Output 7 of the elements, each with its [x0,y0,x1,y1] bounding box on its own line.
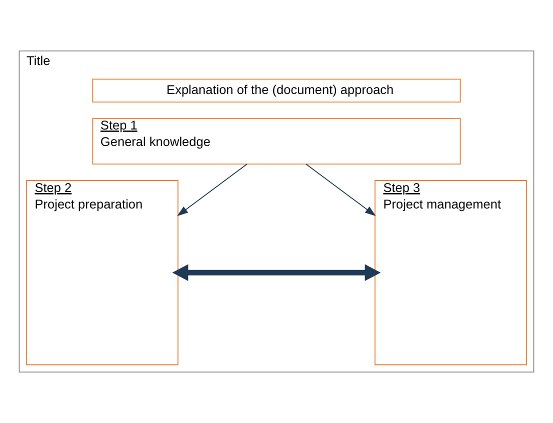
node-box: Step 1 General knowledge [92,118,461,165]
node-box: Explanation of the (document) approach [92,78,461,102]
arrow [172,264,381,281]
arrow [306,164,376,216]
node-box: Step 2 Project preparation [26,180,178,366]
node-box: Step 3 Project management [374,180,527,366]
arrow [177,164,248,216]
